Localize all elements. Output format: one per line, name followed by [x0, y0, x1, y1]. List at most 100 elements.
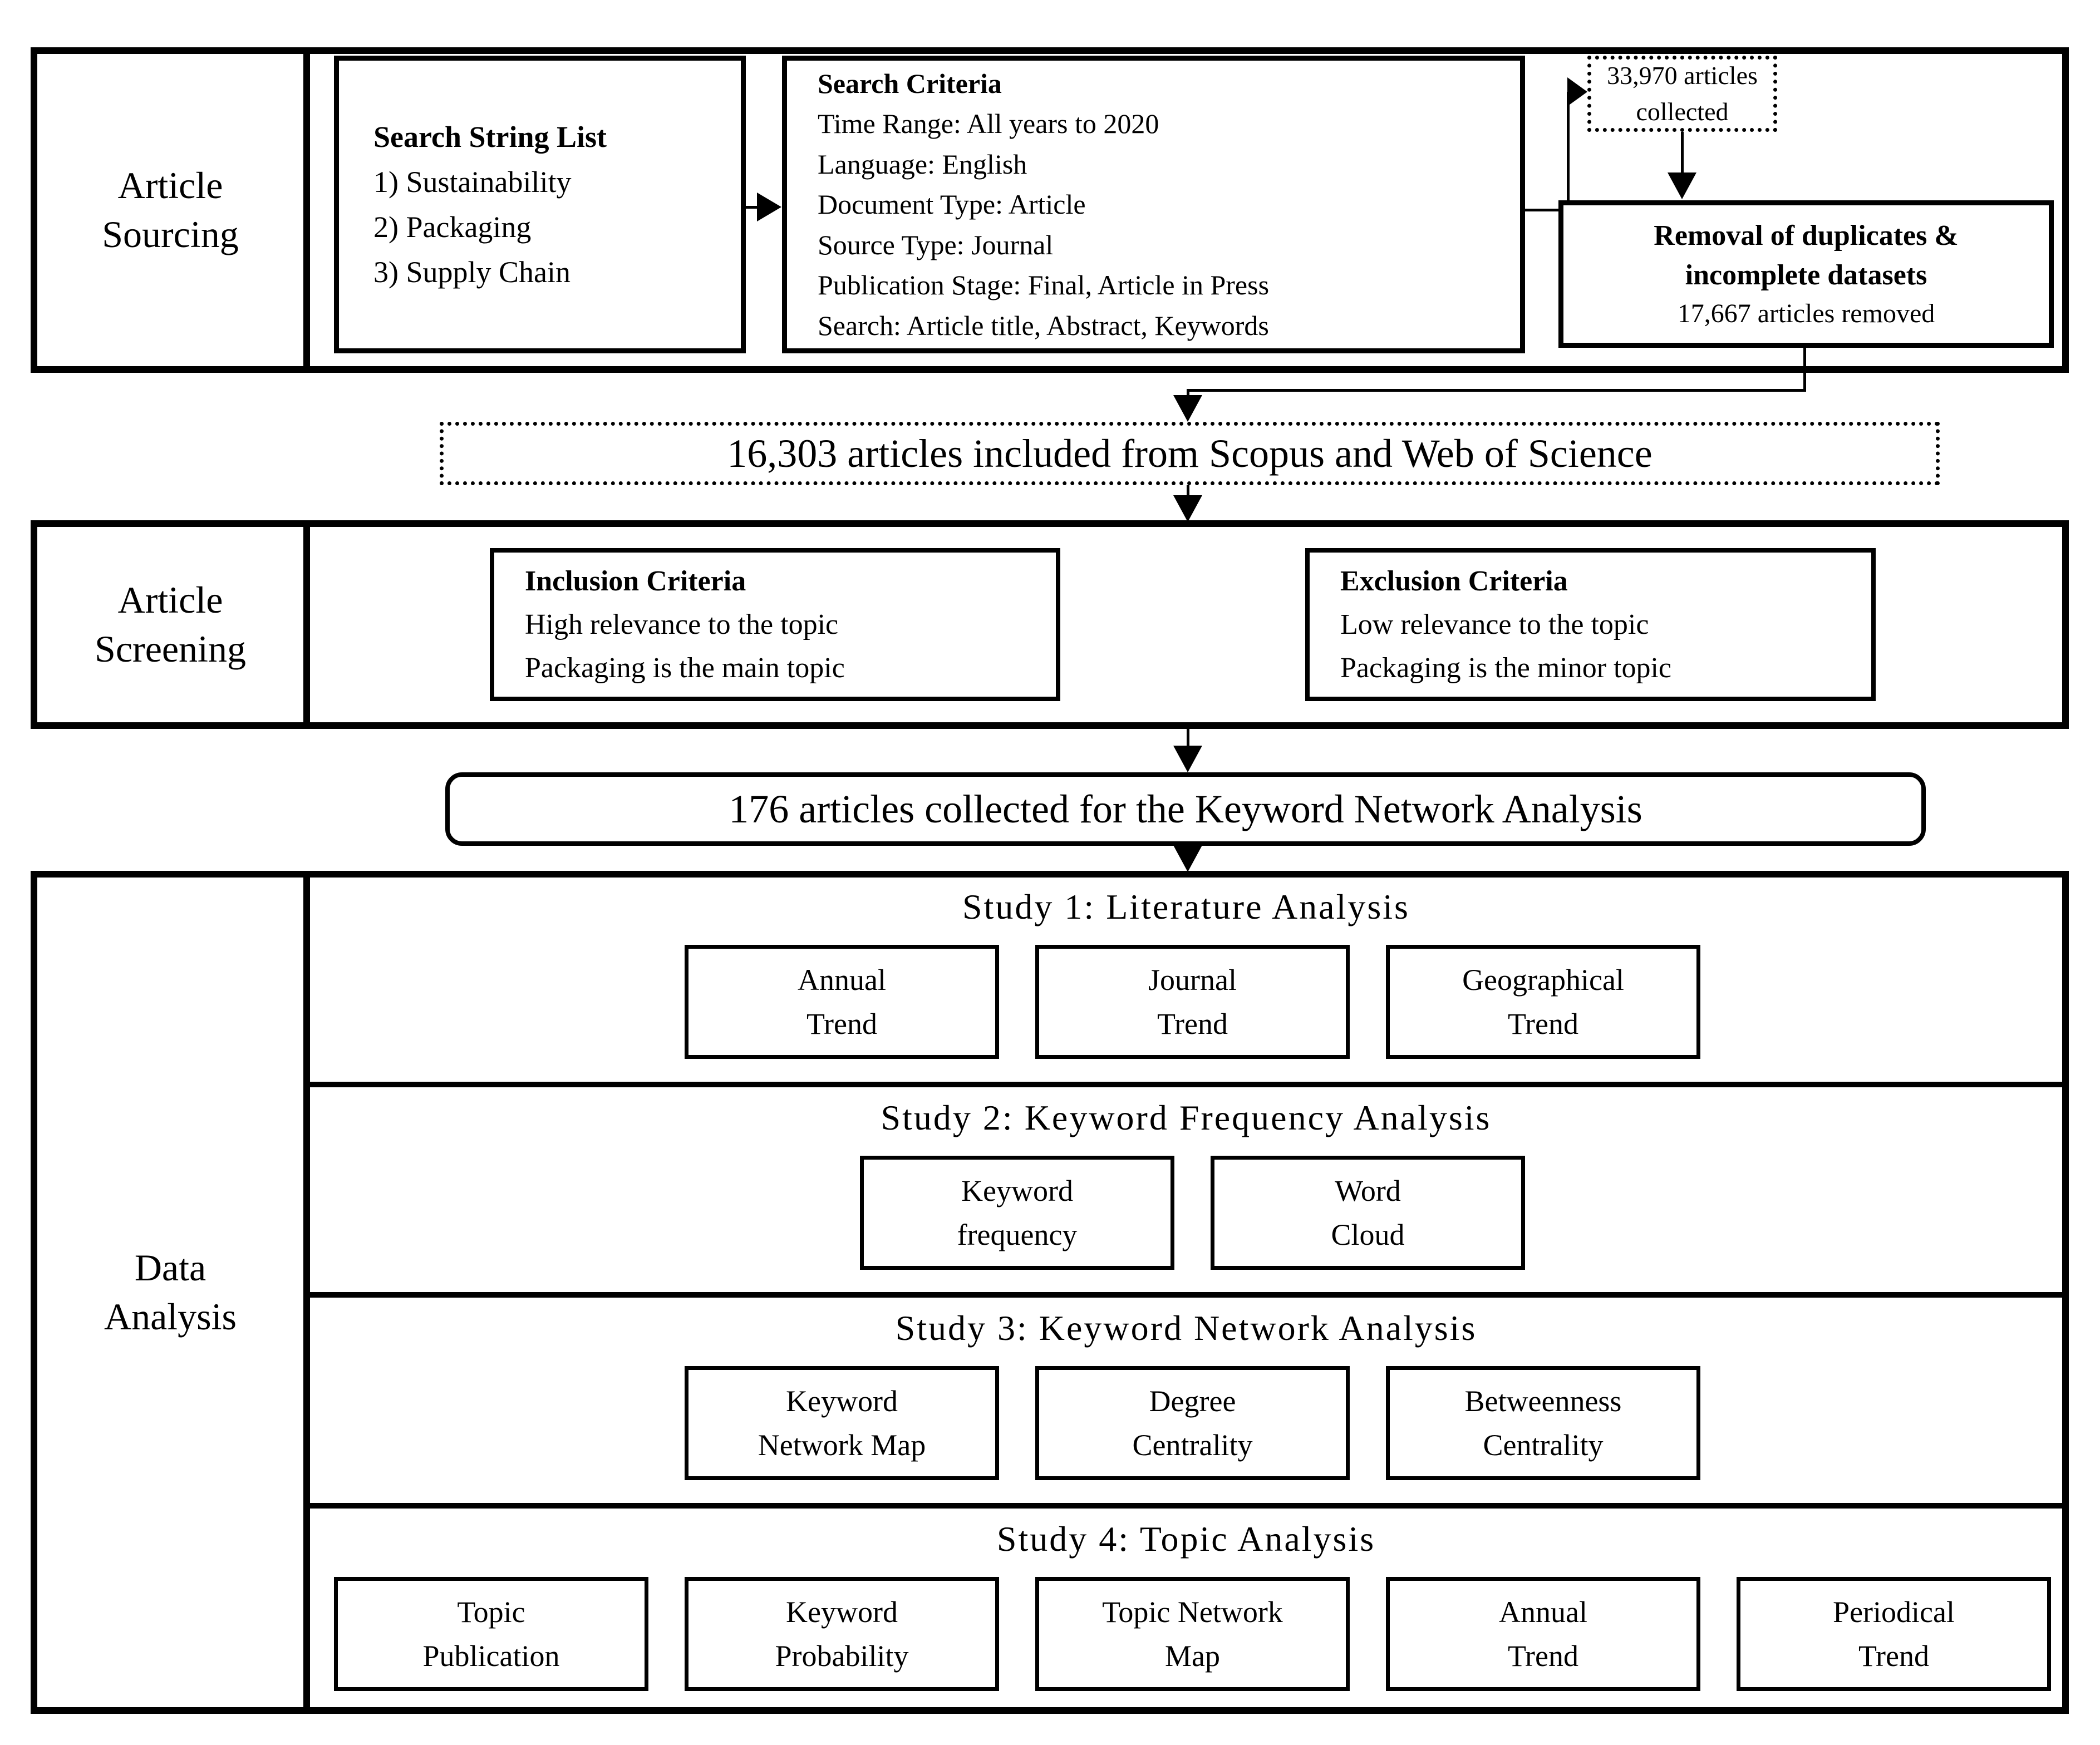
- criteria-line: Document Type: Article: [818, 189, 1086, 220]
- removal-box: Removal of duplicates & incomplete datas…: [1558, 200, 2054, 348]
- connector-line: [1187, 729, 1189, 747]
- arrow-down-icon: [1173, 746, 1202, 772]
- connector-line: [1187, 485, 1189, 497]
- search-string-item: 3) Supply Chain: [373, 255, 571, 289]
- included-banner-text: 16,303 articles included from Scopus and…: [727, 431, 1653, 476]
- study-box-line: Trend: [1507, 1639, 1579, 1673]
- study-box-line: Topic: [457, 1595, 525, 1629]
- criteria-line: Source Type: Journal: [818, 229, 1054, 260]
- study-3-title: Study 3: Keyword Network Analysis: [895, 1308, 1477, 1348]
- exclusion-criteria-box: Exclusion Criteria Low relevance to the …: [1305, 548, 1876, 701]
- arrow-down-icon: [1668, 172, 1696, 199]
- search-string-title: Search String List: [373, 120, 607, 154]
- connector-line: [1187, 389, 1189, 398]
- study-box-line: Trend: [1157, 1007, 1228, 1041]
- label-line: Analysis: [104, 1295, 237, 1338]
- connector-line: [1681, 132, 1684, 174]
- study-row-divider: [303, 1082, 2062, 1087]
- criteria-line: Language: English: [818, 148, 1027, 180]
- search-criteria-title: Search Criteria: [818, 67, 1002, 99]
- criteria-line: Publication Stage: Final, Article in Pre…: [818, 269, 1270, 301]
- arrow-down-icon: [1173, 495, 1202, 522]
- study-box-line: Keyword: [786, 1384, 898, 1418]
- search-string-item: 1) Sustainability: [373, 165, 572, 199]
- study-2-title: Study 2: Keyword Frequency Analysis: [881, 1098, 1492, 1137]
- removal-note: 17,667 articles removed: [1677, 299, 1935, 329]
- collected-line: collected: [1636, 97, 1729, 126]
- study-box-line: Geographical: [1462, 963, 1624, 997]
- inclusion-line: Packaging is the main topic: [525, 652, 845, 684]
- connector-line: [1803, 348, 1806, 391]
- study-4-title: Study 4: Topic Analysis: [996, 1519, 1376, 1559]
- criteria-line: Search: Article title, Abstract, Keyword…: [818, 309, 1269, 341]
- section-divider: [303, 47, 310, 373]
- study-box-line: Publication: [422, 1639, 560, 1673]
- arrow-down-icon: [1173, 395, 1202, 422]
- label-line: Sourcing: [102, 213, 239, 255]
- study-row-divider: [303, 1292, 2062, 1298]
- study-box-line: Cloud: [1331, 1217, 1405, 1251]
- study-box-line: Map: [1165, 1639, 1220, 1673]
- study-box-line: Periodical: [1833, 1595, 1955, 1629]
- removal-title-line: incomplete datasets: [1685, 259, 1927, 292]
- study-box-line: Journal: [1148, 963, 1237, 997]
- label-line: Article: [117, 164, 223, 207]
- study-box-line: frequency: [957, 1217, 1078, 1251]
- study-row-divider: [303, 1503, 2062, 1509]
- study-1-title: Study 1: Literature Analysis: [962, 887, 1410, 926]
- study-box-line: Keyword: [786, 1595, 898, 1629]
- collected-articles-box: 33,970 articles collected: [1587, 56, 1777, 132]
- arrow-right-icon: [1567, 77, 1587, 106]
- study-box-line: Word: [1335, 1174, 1401, 1208]
- inclusion-line: High relevance to the topic: [525, 608, 839, 640]
- criteria-line: Time Range: All years to 2020: [818, 108, 1159, 140]
- search-string-list-box: Search String List 1) Sustainability 2) …: [334, 56, 746, 353]
- data-analysis-label: Data Analysis: [37, 871, 303, 1714]
- collected-line: 33,970 articles: [1607, 61, 1758, 90]
- study-box-line: Trend: [1507, 1007, 1579, 1041]
- study-box-line: Centrality: [1483, 1428, 1604, 1462]
- study-box: Keyword frequency: [860, 1156, 1174, 1270]
- study-box-line: Trend: [1858, 1639, 1930, 1673]
- study-box-line: Annual: [1499, 1595, 1587, 1629]
- study-box-line: Degree: [1149, 1384, 1236, 1418]
- study-box-line: Betweenness: [1464, 1384, 1622, 1418]
- study-box-line: Probability: [775, 1639, 909, 1673]
- label-line: Screening: [95, 627, 246, 670]
- inclusion-criteria-box: Inclusion Criteria High relevance to the…: [490, 548, 1060, 701]
- study-box-line: Keyword: [961, 1174, 1073, 1208]
- study-box-line: Network Map: [758, 1428, 926, 1462]
- search-criteria-box: Search Criteria Time Range: All years to…: [782, 56, 1525, 353]
- study-box-line: Topic Network: [1102, 1595, 1283, 1629]
- included-banner-box: 16,303 articles included from Scopus and…: [440, 422, 1940, 485]
- study-box-line: Centrality: [1132, 1428, 1253, 1462]
- connector-line: [1567, 92, 1570, 211]
- kna-banner-text: 176 articles collected for the Keyword N…: [729, 786, 1642, 831]
- exclusion-line: Low relevance to the topic: [1340, 608, 1649, 640]
- inclusion-title: Inclusion Criteria: [525, 565, 746, 597]
- kna-banner-box: 176 articles collected for the Keyword N…: [445, 772, 1926, 846]
- label-line: Article: [117, 579, 223, 622]
- label-line: Data: [134, 1246, 206, 1289]
- study-box-line: Annual: [798, 963, 886, 997]
- exclusion-line: Packaging is the minor topic: [1340, 652, 1672, 684]
- connector-line: [1187, 389, 1806, 392]
- removal-title-line: Removal of duplicates &: [1654, 219, 1959, 252]
- article-screening-label: Article Screening: [37, 520, 303, 729]
- study-box-line: Trend: [806, 1007, 878, 1041]
- section-divider: [303, 520, 310, 729]
- arrow-down-icon: [1173, 845, 1202, 872]
- connector-line: [1525, 209, 1570, 211]
